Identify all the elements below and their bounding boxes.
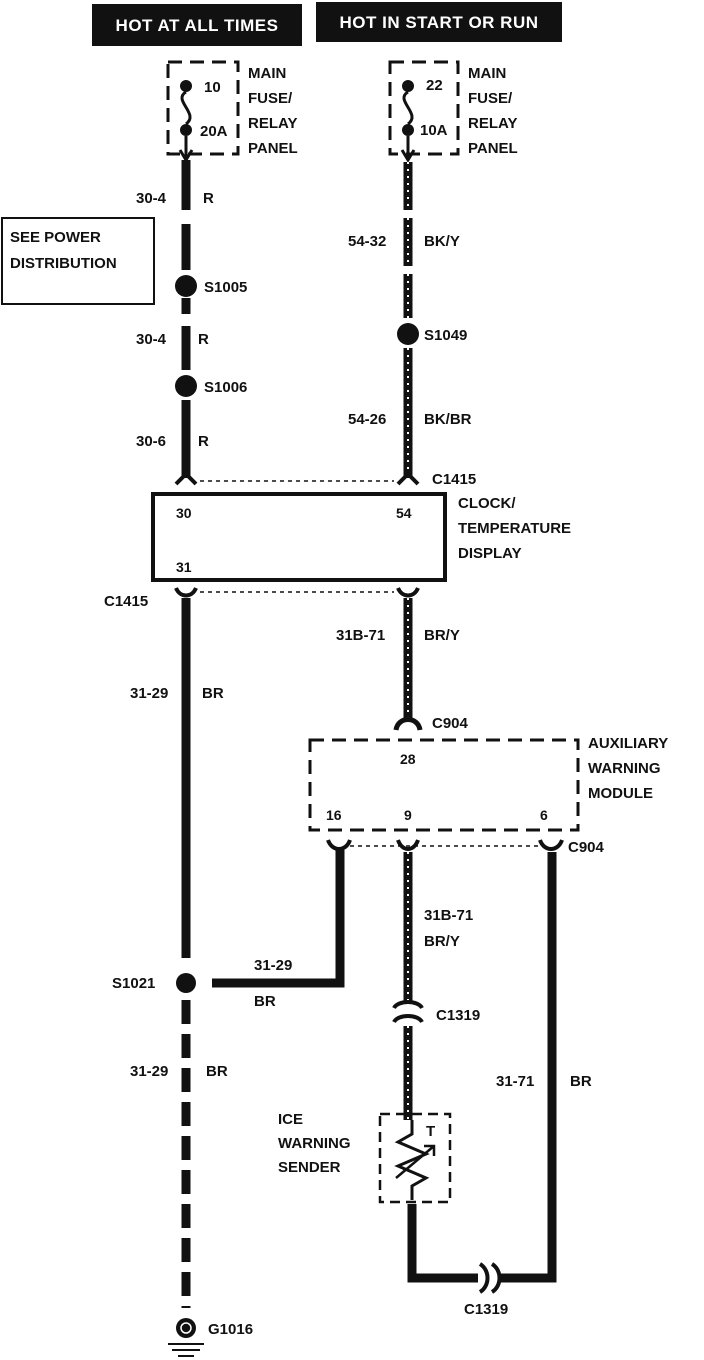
w5-circuit: 54-26 <box>348 411 386 428</box>
ground-symbol <box>168 1318 204 1357</box>
clock-temperature-display <box>151 492 447 582</box>
fuse-right-label-3: RELAY <box>468 115 517 132</box>
wire-31-29-branch <box>212 850 345 988</box>
header-left: HOT AT ALL TIMES <box>116 16 279 35</box>
w5-color: BK/BR <box>424 411 472 428</box>
ice-label-2: WARNING <box>278 1135 351 1152</box>
connector-c1319-mid-bottom <box>392 1014 424 1024</box>
fuse-left-label-3: RELAY <box>248 115 297 132</box>
clock-label-2: TEMPERATURE <box>458 520 571 537</box>
c1319-bottom-label: C1319 <box>464 1301 508 1318</box>
aux-label-2: WARNING <box>588 760 661 777</box>
w7-circuit: 31B-71 <box>336 627 385 644</box>
w6-color: BR <box>202 685 224 702</box>
ice-warning-sender <box>378 1112 452 1204</box>
header-right: HOT IN START OR RUN <box>339 13 538 32</box>
aux-pin-28: 28 <box>400 751 416 767</box>
w3-circuit: 30-6 <box>136 433 166 450</box>
w9-circuit: 31-29 <box>254 957 292 974</box>
w6-circuit: 31-29 <box>130 685 168 702</box>
w8-circuit: 31B-71 <box>424 907 473 924</box>
c1415-top-label: C1415 <box>432 471 476 488</box>
c904-top-label: C904 <box>432 715 469 732</box>
splice-s1006-label: S1006 <box>204 379 247 396</box>
splice-s1049 <box>397 323 419 345</box>
c1415-bottom-label: C1415 <box>104 593 148 610</box>
w3-color: R <box>198 433 209 450</box>
fuse-left-rating: 20A <box>200 123 228 140</box>
w8-color: BR/Y <box>424 933 460 950</box>
wire-sender-return <box>407 1204 478 1283</box>
connector-pin-16 <box>326 839 352 851</box>
ice-label-1: ICE <box>278 1111 303 1128</box>
w1-circuit: 30-4 <box>136 190 167 207</box>
w9-color: BR <box>254 993 276 1010</box>
clock-label-1: CLOCK/ <box>458 495 516 512</box>
clock-pin-31: 31 <box>176 559 192 575</box>
splice-s1005 <box>175 275 197 297</box>
ice-label-3: SENDER <box>278 1159 341 1176</box>
connector-pin-6 <box>538 839 564 851</box>
w7-color: BR/Y <box>424 627 460 644</box>
splice-s1006 <box>175 375 197 397</box>
fuse-left-label-4: PANEL <box>248 140 298 157</box>
w2-circuit: 30-4 <box>136 331 167 348</box>
fuse-right: 22 10A <box>388 60 460 163</box>
splice-s1021-label: S1021 <box>112 975 155 992</box>
w4-color: BK/Y <box>424 233 460 250</box>
fuse-left-number: 10 <box>204 79 221 96</box>
connector-pin-30 <box>174 471 198 486</box>
thermistor-arrow-icon <box>395 1144 436 1179</box>
connector-c1319-mid-top <box>392 1000 424 1010</box>
w4-circuit: 54-32 <box>348 233 386 250</box>
ground-label: G1016 <box>208 1321 253 1338</box>
connector-pin-54 <box>396 471 420 486</box>
clock-label-3: DISPLAY <box>458 545 522 562</box>
w2-color: R <box>198 331 209 348</box>
see-power-line-1: SEE POWER <box>10 229 101 246</box>
thermistor-symbol <box>394 1120 430 1200</box>
w11-circuit: 31-71 <box>496 1073 534 1090</box>
connector-pin-9 <box>396 839 420 851</box>
ice-sender-symbol: T <box>426 1123 435 1140</box>
auxiliary-warning-module <box>308 738 580 832</box>
header-right-box <box>316 2 562 42</box>
connector-pin-display-out <box>396 587 420 598</box>
w10-circuit: 31-29 <box>130 1063 168 1080</box>
aux-label-1: AUXILIARY <box>588 735 668 752</box>
fuse-left-label-1: MAIN <box>248 65 286 82</box>
aux-pin-6: 6 <box>540 807 548 823</box>
fuse-right-number: 22 <box>426 77 443 94</box>
aux-pin-9: 9 <box>404 807 412 823</box>
c904-right-label: C904 <box>568 839 605 856</box>
w1-color: R <box>203 190 214 207</box>
connector-c904-top-pin <box>393 717 423 731</box>
see-power-line-2: DISTRIBUTION <box>10 255 117 272</box>
see-power-box <box>1 217 155 305</box>
aux-label-3: MODULE <box>588 785 653 802</box>
splice-s1005-label: S1005 <box>204 279 247 296</box>
fuse-left-label-2: FUSE/ <box>248 90 293 107</box>
clock-pin-30: 30 <box>176 505 192 521</box>
connector-pin-31 <box>174 587 198 598</box>
fuse-right-label-4: PANEL <box>468 140 518 157</box>
splice-s1021 <box>176 973 196 993</box>
clock-pin-54: 54 <box>396 505 412 521</box>
w11-color: BR <box>570 1073 592 1090</box>
fuse-right-rating: 10A <box>420 122 448 139</box>
splice-s1049-label: S1049 <box>424 327 467 344</box>
fuse-right-label-2: FUSE/ <box>468 90 513 107</box>
c1319-mid-label: C1319 <box>436 1007 480 1024</box>
connector-c1319-bottom-left <box>478 1262 490 1294</box>
fuse-left: 10 20A <box>166 60 240 163</box>
connector-c1319-bottom-right <box>490 1262 502 1294</box>
wire-31-71 <box>500 852 557 1283</box>
w10-color: BR <box>206 1063 228 1080</box>
fuse-right-label-1: MAIN <box>468 65 506 82</box>
aux-pin-16: 16 <box>326 807 342 823</box>
header-left-box <box>92 4 302 46</box>
